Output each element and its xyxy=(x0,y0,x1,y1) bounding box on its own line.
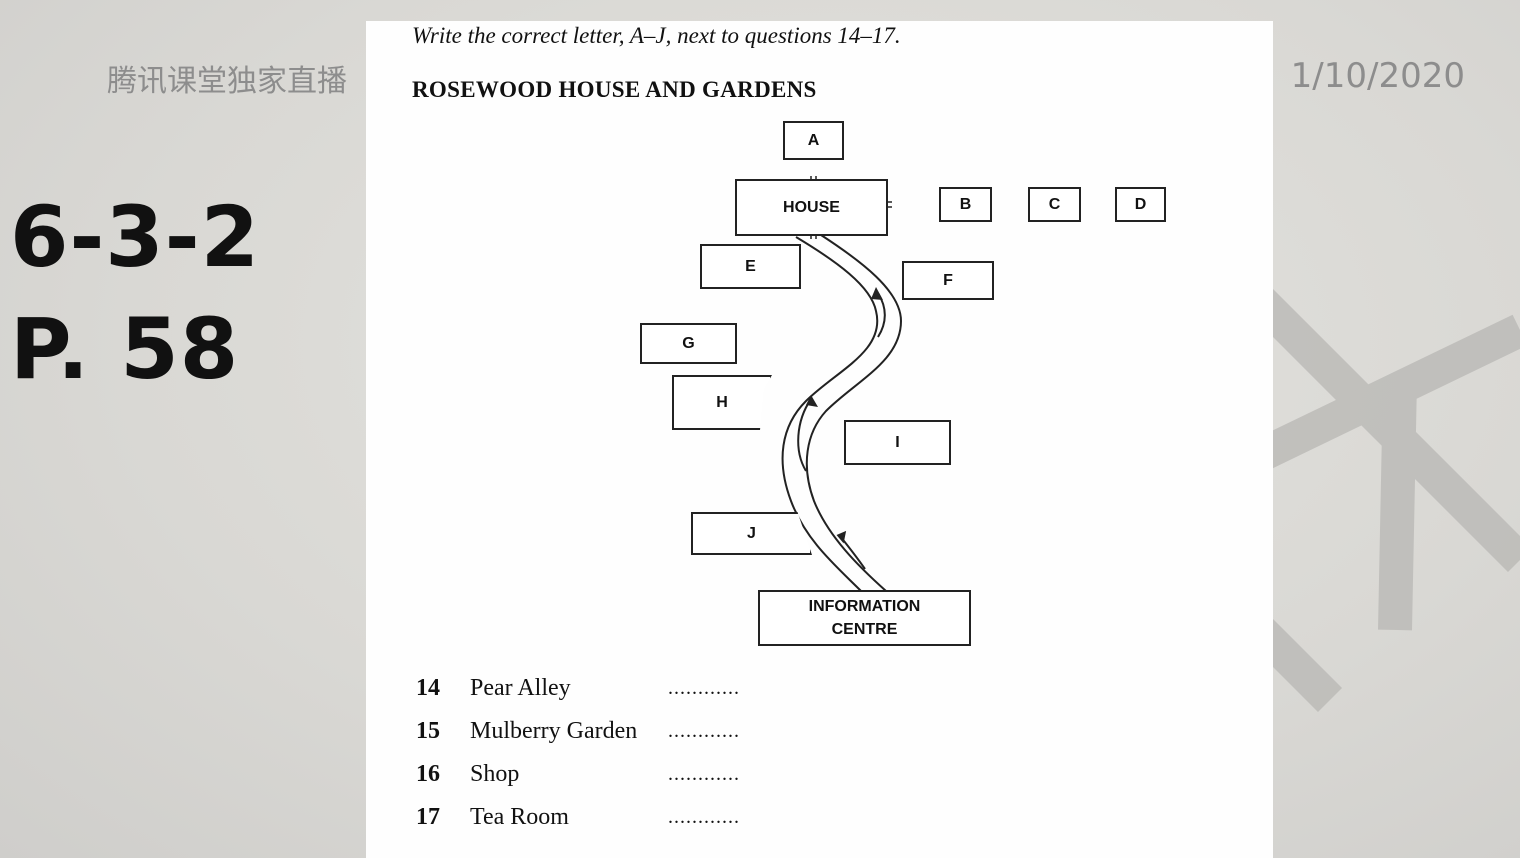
map-box-f: F xyxy=(902,261,994,300)
question-number: 15 xyxy=(416,718,440,744)
answer-blank[interactable]: ............ xyxy=(668,763,740,785)
map-box-c: C xyxy=(1028,187,1081,222)
question-number: 14 xyxy=(416,675,440,701)
map-box-i: I xyxy=(844,420,951,465)
map-box-d: D xyxy=(1115,187,1166,222)
map-box-h: H xyxy=(672,375,772,430)
map-box-house: HOUSE xyxy=(735,179,888,236)
info-centre-line1: INFORMATION xyxy=(808,598,921,615)
map-box-b: B xyxy=(939,187,992,222)
info-centre-line2: CENTRE xyxy=(831,621,898,638)
answer-blank[interactable]: ............ xyxy=(668,806,740,828)
question-number: 17 xyxy=(416,804,440,830)
map-box-j: J xyxy=(691,512,812,555)
map-box-g: G xyxy=(640,323,737,364)
question-label: Mulberry Garden xyxy=(470,718,638,744)
map-box-information-centre: INFORMATION CENTRE xyxy=(758,590,971,646)
answer-blank[interactable]: ............ xyxy=(668,720,740,742)
answer-blank[interactable]: ............ xyxy=(668,677,740,699)
map-title: ROSEWOOD HOUSE AND GARDENS xyxy=(412,77,817,102)
exercise-code: 6-3-2 xyxy=(10,188,261,286)
map-box-e: E xyxy=(700,244,801,289)
slide-date: 1/10/2020 xyxy=(1290,56,1465,96)
question-label: Tea Room xyxy=(470,804,569,830)
path-diagram xyxy=(781,176,910,592)
map-box-a: A xyxy=(783,121,844,160)
question-number: 16 xyxy=(416,761,440,787)
instruction-text: Write the correct letter, A–J, next to q… xyxy=(412,23,901,48)
question-label: Pear Alley xyxy=(470,675,571,701)
worksheet-scan: Write the correct letter, A–J, next to q… xyxy=(366,21,1273,858)
question-label: Shop xyxy=(470,761,520,787)
page-number: P. 58 xyxy=(10,300,240,398)
watermark-text: 腾讯课堂独家直播 xyxy=(107,64,347,99)
